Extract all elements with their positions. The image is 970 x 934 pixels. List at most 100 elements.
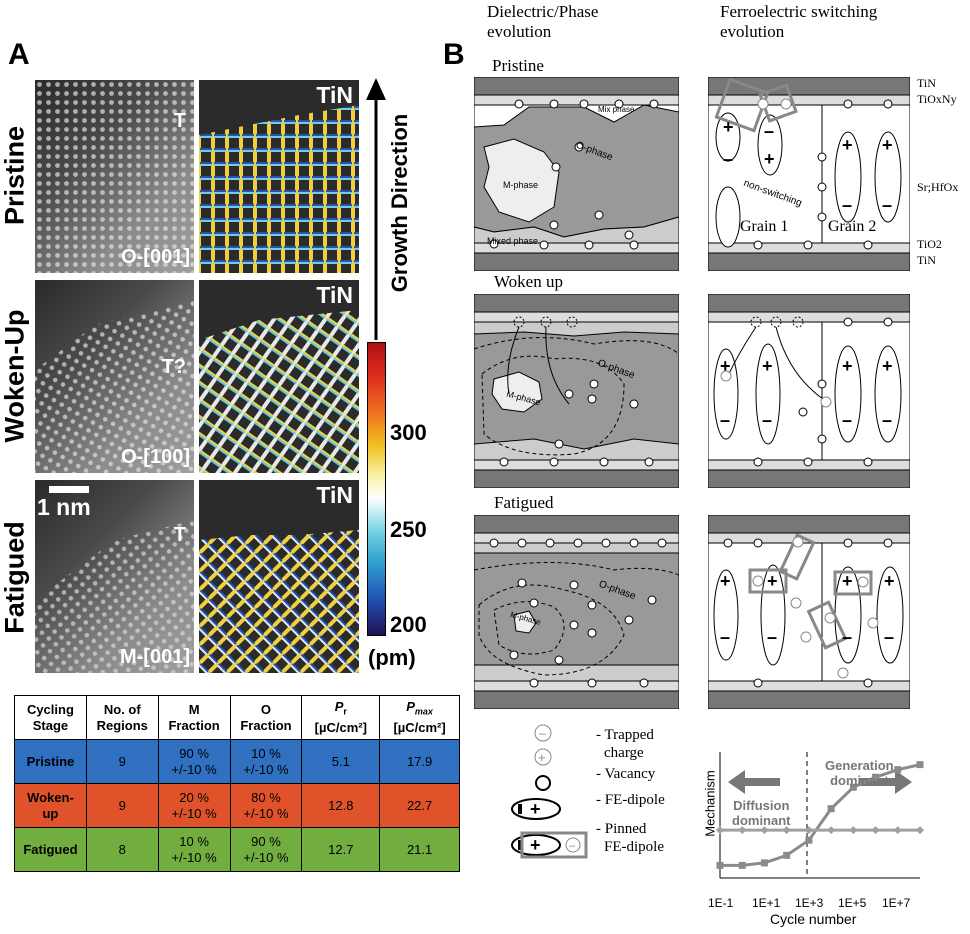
svg-text:+: + <box>842 571 853 591</box>
cell-m-fraction: 90 %+/-10 % <box>157 739 231 784</box>
map-tag-fatigued: TiN <box>316 482 353 508</box>
svg-text:+: + <box>842 135 853 155</box>
stem-tag-woken-up: T? <box>161 356 186 378</box>
cell-pr: 5.1 <box>301 739 381 784</box>
layer-label-tio2: TiO2 <box>917 237 942 251</box>
svg-text:+: + <box>530 835 541 855</box>
series-point-1 <box>871 826 880 835</box>
stem-tag-fatigued: T <box>173 524 186 546</box>
orientation-tag-pristine: O-[001] <box>121 246 190 268</box>
cell-o-fraction: 10 %+/-10 % <box>229 739 303 784</box>
stem-tag-pristine: T <box>173 110 186 132</box>
legend-vacancy: - Vacancy <box>596 766 656 782</box>
series-point-0 <box>916 761 924 769</box>
svg-text:+: + <box>882 135 893 155</box>
series-point-0 <box>827 805 835 813</box>
stem-image-pristine: T O-[001] <box>35 80 194 273</box>
series-point-1 <box>827 826 836 835</box>
strain-map-pristine: TiN <box>199 80 359 273</box>
svg-text:–: – <box>720 410 730 430</box>
series-point-0 <box>805 836 813 844</box>
svg-text:–: – <box>539 726 546 740</box>
cell-pr: 12.8 <box>301 783 381 828</box>
growth-direction-arrow <box>366 78 386 340</box>
legend-fe-dipole: - FE-dipole <box>596 792 665 808</box>
orientation-tag-woken-up: O-[100] <box>121 446 190 468</box>
atomic-lattice-woken-up <box>35 300 194 473</box>
series-point-0 <box>783 851 791 859</box>
cell-pmax: 17.9 <box>379 739 460 784</box>
colorbar-tick-250: 250 <box>390 517 427 542</box>
svg-text:–: – <box>767 627 777 647</box>
lattice-map-fatigued <box>199 530 359 673</box>
lattice-map-pristine <box>199 105 359 273</box>
strain-map-fatigued: TiN <box>199 480 359 673</box>
label-mixed-phase: Mixed phase <box>487 236 539 246</box>
header-pmax: Pmax[µC/cm²] <box>379 695 460 740</box>
row-label-woken-up: Woken-Up <box>0 309 30 443</box>
x-axis-label: Cycle number <box>770 911 857 927</box>
legend-pinned-fe-dipole: - Pinned FE-dipole <box>596 821 664 855</box>
row-label-fatigued: Fatigued <box>0 521 30 634</box>
orientation-tag-fatigued: M-[001] <box>119 646 190 668</box>
series-point-1 <box>804 826 813 835</box>
svg-text:–: – <box>884 627 894 647</box>
colorbar-tick-300: 300 <box>390 420 427 445</box>
series-point-0 <box>760 859 768 867</box>
cell-regions: 9 <box>85 783 159 828</box>
series-point-1 <box>916 826 924 835</box>
svg-text:+: + <box>884 571 895 591</box>
x-tick-label: 1E+3 <box>795 896 824 910</box>
label-mix-phase: Mix phase <box>598 105 635 114</box>
diagram-woken-up-phase <box>474 294 679 488</box>
svg-text:+: + <box>538 750 546 765</box>
svg-text:+: + <box>720 571 731 591</box>
series-point-0 <box>738 861 746 869</box>
series-point-0 <box>849 783 857 791</box>
svg-text:–: – <box>882 195 892 215</box>
fe-dipole-icon <box>511 798 561 820</box>
svg-text:–: – <box>720 627 730 647</box>
panel-b-letter: B <box>443 38 465 71</box>
svg-text:+: + <box>767 571 778 591</box>
stem-image-fatigued: 1 nm T M-[001] <box>35 480 194 673</box>
layer-label-tin-top: TiN <box>917 76 936 90</box>
pinned-fe-dipole-icon <box>511 834 561 856</box>
cell-m-fraction: 10 %+/-10 % <box>157 827 231 872</box>
scale-bar-label: 1 nm <box>37 494 91 520</box>
row-label-pristine: Pristine <box>0 125 30 226</box>
cell-regions: 8 <box>85 827 159 872</box>
trapped-plus-icon <box>534 748 552 766</box>
layer-label-tioxny: TiOxNy <box>917 92 957 106</box>
legend-symbols: – + + + – <box>511 724 588 859</box>
svg-text:–: – <box>842 410 852 430</box>
stage-label-woken-up: Woken up <box>494 272 563 291</box>
x-tick-label: 1E+7 <box>882 896 911 910</box>
scale-bar <box>49 486 89 493</box>
label-grain-2: Grain 2 <box>828 218 877 235</box>
diagram-fatigued-phase <box>474 515 679 709</box>
x-tick-label: 1E+5 <box>838 896 867 910</box>
series-point-1 <box>782 826 791 835</box>
table-row-woken-up: Woken-up 9 20 %+/-10 % 80 %+/-10 % 12.8 … <box>14 783 460 828</box>
diagram-pristine-switching: + – – + + – + – <box>708 77 910 271</box>
diffusion-arrow <box>728 770 780 794</box>
cell-pmax: 22.7 <box>379 783 460 828</box>
cell-regions: 9 <box>85 739 159 784</box>
series-point-1 <box>760 826 769 835</box>
cell-stage: Pristine <box>14 739 87 784</box>
series-point-0 <box>872 773 880 781</box>
cell-o-fraction: 80 %+/-10 % <box>229 783 303 828</box>
svg-text:+: + <box>764 149 775 169</box>
svg-text:–: – <box>842 195 852 215</box>
cell-o-fraction: 90 %+/-10 % <box>229 827 303 872</box>
svg-text:+: + <box>842 356 853 376</box>
svg-text:–: – <box>723 149 733 169</box>
colorbar-tick-200: 200 <box>390 612 427 637</box>
